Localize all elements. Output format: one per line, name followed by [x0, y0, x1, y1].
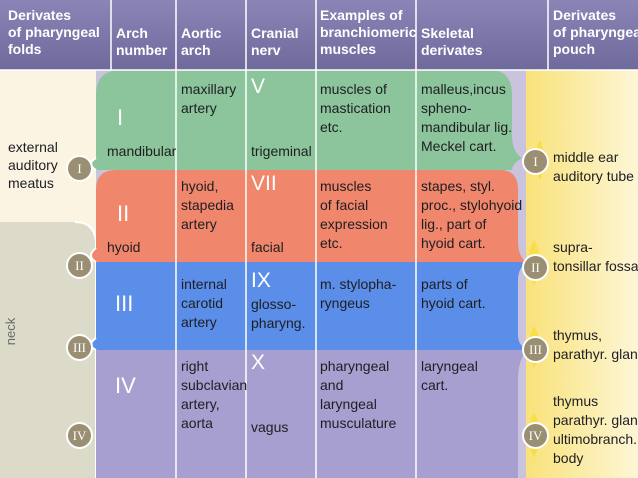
header-pouch: Derivates of pharyngeal pouch [553, 7, 638, 57]
arch-band-3 [91, 262, 527, 350]
header-muscles: Examples of branchiomeric muscles [320, 7, 417, 57]
neck-area [0, 222, 96, 478]
arch-4-pouch: thymus parathyr. gland ultimobranch. bod… [553, 393, 638, 466]
fold-marker-1: I [66, 155, 93, 182]
arch-3-nerve: glosso- pharyng. [251, 296, 306, 331]
arch-2-muscles: muscles of facial expression etc. [320, 178, 388, 251]
arch-2-skeletal: stapes, styl. proc., stylohyoid lig., pa… [421, 178, 523, 251]
arch-4-artery: right subclavian artery, aorta [181, 358, 248, 431]
arch-1-skeletal: malleus,incus spheno- mandibular lig. Me… [421, 81, 513, 154]
header-skeletal: Skeletal derivates [421, 25, 483, 58]
arch-4-skeletal: laryngeal cart. [421, 358, 478, 393]
pouch-marker-3: III [522, 336, 549, 363]
arch-3-artery: internal carotid artery [181, 276, 227, 330]
header-arch-number: Arch number [116, 25, 168, 58]
arch-1-roman: I [117, 105, 124, 130]
arch-4-roman: IV [115, 373, 136, 398]
arch-1-nerve-numeral: V [251, 75, 266, 98]
arch-2-pouch: supra- tonsillar fossa [553, 239, 638, 274]
neck-label: neck [3, 317, 19, 346]
fold-marker-4: IV [66, 422, 93, 449]
header-aortic-arch: Aortic arch [181, 25, 222, 58]
header-band [0, 0, 638, 70]
arch-3-skeletal: parts of hyoid cart. [421, 276, 486, 311]
arch-3-roman: III [115, 291, 134, 316]
arch-4-muscles: pharyngeal and laryngeal musculature [320, 358, 397, 431]
arch-2-nerve: facial [251, 239, 284, 255]
fold-marker-3: III [66, 334, 93, 361]
arch-4-nerve-numeral: X [251, 351, 266, 374]
arch-band-2 [91, 170, 527, 262]
arch-2-artery: hyoid, stapedia artery [181, 178, 234, 232]
arch-4-nerve: vagus [251, 419, 289, 435]
arch-2-nerve-numeral: VII [251, 172, 277, 195]
arch-1-pouch: middle ear auditory tube [553, 149, 634, 184]
header-folds: Derivates of pharyngeal folds [8, 7, 100, 57]
fold-marker-2: II [66, 252, 93, 279]
arch-3-muscles: m. stylopha- ryngeus [320, 276, 397, 311]
arch-band-4 [96, 350, 527, 478]
pouch-marker-4: IV [522, 422, 549, 449]
external-auditory-meatus: external auditory meatus [8, 139, 58, 191]
arch-1-nerve: trigeminal [251, 143, 312, 159]
arch-2-name: hyoid [107, 239, 141, 255]
arch-2-roman: II [117, 201, 130, 226]
arch-band-1 [91, 70, 522, 170]
arch-1-muscles: muscles of mastication etc. [320, 81, 391, 135]
arch-3-nerve-numeral: IX [251, 269, 271, 292]
arch-1-artery: maxillary artery [181, 81, 237, 116]
arch-3-pouch: thymus, parathyr. gland [553, 327, 638, 362]
header-cranial-nerv: Cranial nerv [251, 25, 299, 58]
pouch-marker-2: II [522, 254, 549, 281]
arch-1-name: mandibular [107, 143, 177, 159]
pouch-marker-1: I [522, 148, 549, 175]
